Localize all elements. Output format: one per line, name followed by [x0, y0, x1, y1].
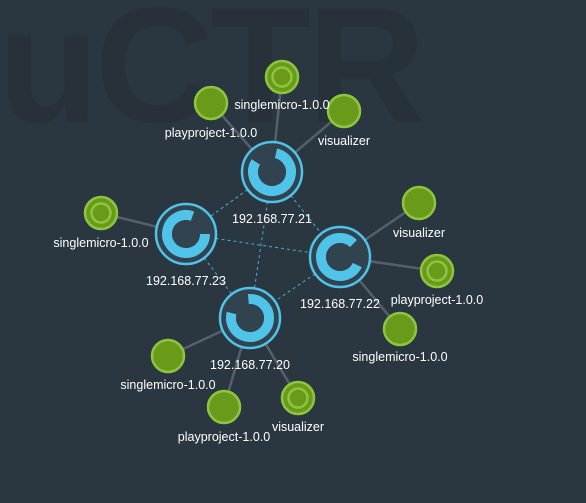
service-label: playproject-1.0.0	[178, 430, 270, 444]
service-ring	[90, 202, 112, 224]
service-node[interactable]	[419, 253, 455, 289]
host-core	[236, 304, 264, 332]
service-circle	[264, 59, 300, 95]
service-circle	[83, 195, 119, 231]
host-label: 192.168.77.21	[232, 212, 312, 226]
host-label: 192.168.77.20	[210, 358, 290, 372]
service-label: playproject-1.0.0	[165, 126, 257, 140]
service-ring	[287, 387, 309, 409]
service-node[interactable]	[83, 195, 119, 231]
service-node[interactable]	[326, 93, 362, 129]
service-label: playproject-1.0.0	[391, 293, 483, 307]
service-node[interactable]	[193, 85, 229, 121]
service-label: visualizer	[318, 134, 370, 148]
service-label: singlemicro-1.0.0	[352, 350, 447, 364]
host-load-arc	[248, 148, 296, 196]
service-label: visualizer	[393, 226, 445, 240]
service-circle	[280, 380, 316, 416]
service-circle	[193, 85, 229, 121]
service-node[interactable]	[382, 311, 418, 347]
service-node[interactable]	[280, 380, 316, 416]
service-node[interactable]	[264, 59, 300, 95]
labels-layer: singlemicro-1.0.0playproject-1.0.0visual…	[53, 98, 483, 444]
service-node[interactable]	[206, 389, 242, 425]
service-ring	[271, 66, 293, 88]
service-ring	[426, 260, 448, 282]
host-core	[326, 243, 354, 271]
service-circle	[326, 93, 362, 129]
host-label: 192.168.77.22	[300, 297, 380, 311]
service-label: singlemicro-1.0.0	[53, 236, 148, 250]
nodes-layer	[83, 59, 455, 425]
service-circle	[206, 389, 242, 425]
host-node[interactable]	[154, 202, 218, 266]
host-node[interactable]	[240, 140, 304, 204]
host-node[interactable]	[218, 286, 282, 350]
host-node[interactable]	[308, 225, 372, 289]
watermark-logo: uCTR	[0, 0, 423, 157]
service-label: singlemicro-1.0.0	[234, 98, 329, 112]
service-label: visualizer	[272, 420, 324, 434]
service-circle	[150, 338, 186, 374]
service-circle	[401, 185, 437, 221]
host-load-arc	[316, 233, 362, 281]
service-node[interactable]	[401, 185, 437, 221]
service-label: singlemicro-1.0.0	[120, 378, 215, 392]
service-circle	[419, 253, 455, 289]
service-circle	[382, 311, 418, 347]
host-core	[258, 158, 286, 186]
host-load-arc	[162, 210, 210, 258]
host-core	[172, 220, 200, 248]
host-load-arc	[226, 294, 274, 342]
service-node[interactable]	[150, 338, 186, 374]
host-label: 192.168.77.23	[146, 274, 226, 288]
